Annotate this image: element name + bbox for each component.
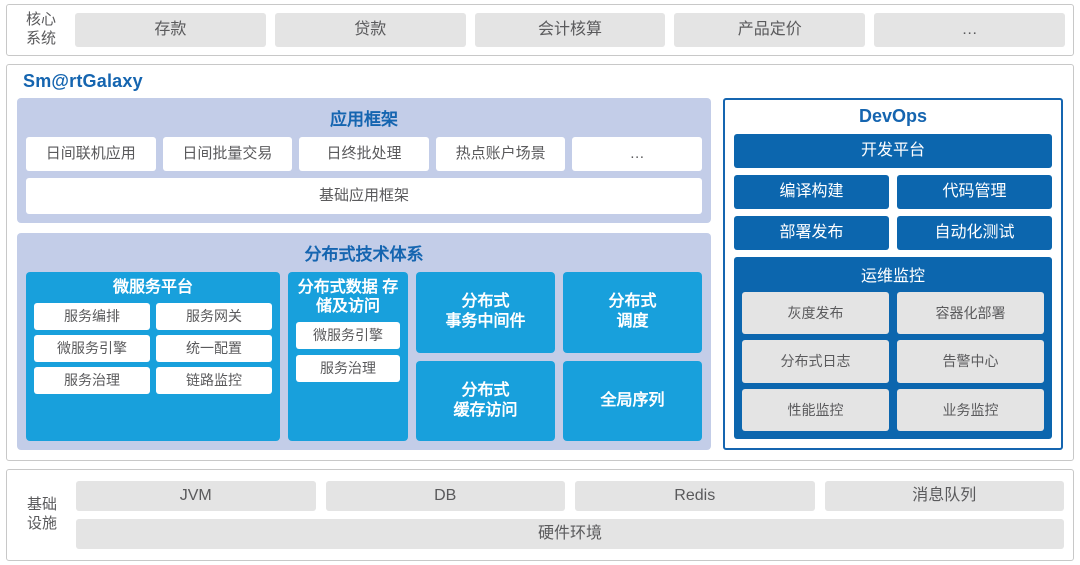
microservice-item-gateway[interactable]: 服务网关 xyxy=(156,303,272,331)
ops-item-gray-release[interactable]: 灰度发布 xyxy=(742,292,889,335)
microservice-item-config[interactable]: 统一配置 xyxy=(156,335,272,363)
dist-storage-title: 分布式数据 存储及访问 xyxy=(297,279,399,316)
infrastructure-item-message-queue[interactable]: 消息队列 xyxy=(824,481,1064,511)
ops-item-containerized-deploy[interactable]: 容器化部署 xyxy=(897,292,1044,335)
core-system-item-accounting[interactable]: 会计核算 xyxy=(474,13,666,47)
devops-item-auto-test[interactable]: 自动化测试 xyxy=(897,216,1052,250)
infrastructure-content: JVM DB Redis 消息队列 硬件环境 xyxy=(76,481,1064,549)
infrastructure-hardware[interactable]: 硬件环境 xyxy=(76,519,1064,549)
ops-item-business-monitor[interactable]: 业务监控 xyxy=(897,388,1044,431)
microservice-item-orchestration[interactable]: 服务编排 xyxy=(34,303,150,331)
app-framework-chip-row: 日间联机应用 日间批量交易 日终批处理 热点账户场景 … xyxy=(26,137,702,171)
app-framework-item-online[interactable]: 日间联机应用 xyxy=(26,137,156,171)
core-system-item-more[interactable]: … xyxy=(874,13,1065,47)
ops-item-distributed-log[interactable]: 分布式日志 xyxy=(742,340,889,383)
global-sequence-tile[interactable]: 全局序列 xyxy=(563,360,702,441)
core-system-panel: 核心 系统 存款 贷款 会计核算 产品定价 … xyxy=(6,4,1074,56)
devops-item-code-management[interactable]: 代码管理 xyxy=(897,175,1052,209)
smartgalaxy-body: 应用框架 日间联机应用 日间批量交易 日终批处理 热点账户场景 … 基础应用框架… xyxy=(17,98,1063,450)
microservice-platform-title: 微服务平台 xyxy=(112,279,193,296)
devops-dev-platform[interactable]: 开发平台 xyxy=(734,134,1052,168)
dist-transaction-column: 分布式 事务中间件 分布式 缓存访问 xyxy=(416,272,555,441)
dist-schedule-column: 分布式 调度 全局序列 xyxy=(563,272,702,441)
dist-storage-items: 微服务引擎 服务治理 xyxy=(296,322,400,383)
devops-panel: DevOps 开发平台 编译构建 代码管理 部署发布 自动化测试 运维监控 灰度… xyxy=(723,98,1063,450)
dist-transaction-middleware-tile[interactable]: 分布式 事务中间件 xyxy=(416,272,555,353)
devops-row-1: 编译构建 代码管理 xyxy=(734,175,1052,209)
microservice-platform: 微服务平台 服务编排 服务网关 微服务引擎 统一配置 服务治理 链路监控 xyxy=(26,272,280,441)
dist-scheduling-tile[interactable]: 分布式 调度 xyxy=(563,272,702,353)
dist-storage-column: 分布式数据 存储及访问 微服务引擎 服务治理 xyxy=(288,272,408,441)
infrastructure-item-db[interactable]: DB xyxy=(325,481,565,511)
app-framework-item-eod[interactable]: 日终批处理 xyxy=(299,137,429,171)
devops-item-deploy[interactable]: 部署发布 xyxy=(734,216,889,250)
ops-monitoring-grid: 灰度发布 容器化部署 分布式日志 告警中心 性能监控 业务监控 xyxy=(742,292,1044,431)
ops-monitoring-title: 运维监控 xyxy=(860,268,925,285)
infrastructure-item-redis[interactable]: Redis xyxy=(575,481,815,511)
smartgalaxy-left-column: 应用框架 日间联机应用 日间批量交易 日终批处理 热点账户场景 … 基础应用框架… xyxy=(17,98,711,450)
core-system-items: 存款 贷款 会计核算 产品定价 … xyxy=(75,13,1065,47)
microservice-item-engine[interactable]: 微服务引擎 xyxy=(34,335,150,363)
app-framework-item-batch[interactable]: 日间批量交易 xyxy=(162,137,293,171)
dist-storage-item-engine[interactable]: 微服务引擎 xyxy=(296,322,400,350)
infrastructure-items-row: JVM DB Redis 消息队列 xyxy=(76,481,1064,511)
ops-item-performance-monitor[interactable]: 性能监控 xyxy=(742,388,889,431)
app-framework-base[interactable]: 基础应用框架 xyxy=(26,178,702,214)
smartgalaxy-panel: Sm@rtGalaxy 应用框架 日间联机应用 日间批量交易 日终批处理 热点账… xyxy=(6,64,1074,461)
microservice-item-tracing[interactable]: 链路监控 xyxy=(156,367,272,395)
devops-item-build[interactable]: 编译构建 xyxy=(734,175,889,209)
core-system-item-loan[interactable]: 贷款 xyxy=(274,13,466,47)
microservice-platform-grid: 服务编排 服务网关 微服务引擎 统一配置 服务治理 链路监控 xyxy=(34,303,272,395)
app-framework-section: 应用框架 日间联机应用 日间批量交易 日终批处理 热点账户场景 … 基础应用框架 xyxy=(17,98,711,223)
app-framework-title: 应用框架 xyxy=(330,110,398,129)
infrastructure-item-jvm[interactable]: JVM xyxy=(76,481,316,511)
ops-monitoring-section: 运维监控 灰度发布 容器化部署 分布式日志 告警中心 性能监控 业务监控 xyxy=(734,257,1052,439)
dist-storage-item-governance[interactable]: 服务治理 xyxy=(296,355,400,383)
dist-storage-section: 分布式数据 存储及访问 微服务引擎 服务治理 xyxy=(288,272,408,441)
dist-tech-columns: 微服务平台 服务编排 服务网关 微服务引擎 统一配置 服务治理 链路监控 xyxy=(26,272,702,441)
microservice-item-governance[interactable]: 服务治理 xyxy=(34,367,150,395)
core-system-label: 核心 系统 xyxy=(25,11,56,47)
microservice-column: 微服务平台 服务编排 服务网关 微服务引擎 统一配置 服务治理 链路监控 xyxy=(26,272,280,441)
app-framework-item-more[interactable]: … xyxy=(572,137,702,171)
infrastructure-label: 基础 设施 xyxy=(26,496,57,532)
dist-tech-title: 分布式技术体系 xyxy=(304,245,424,264)
devops-row-2: 部署发布 自动化测试 xyxy=(734,216,1052,250)
ops-item-alert-center[interactable]: 告警中心 xyxy=(897,340,1044,383)
core-system-item-deposit[interactable]: 存款 xyxy=(75,13,266,47)
dist-cache-access-tile[interactable]: 分布式 缓存访问 xyxy=(416,360,555,441)
smartgalaxy-right-column: DevOps 开发平台 编译构建 代码管理 部署发布 自动化测试 运维监控 灰度… xyxy=(723,98,1063,450)
dist-tech-section: 分布式技术体系 微服务平台 服务编排 服务网关 微服务引擎 统一配置 xyxy=(17,233,711,450)
smartgalaxy-title: Sm@rtGalaxy xyxy=(23,71,143,91)
core-system-item-pricing[interactable]: 产品定价 xyxy=(674,13,866,47)
devops-title: DevOps xyxy=(858,106,928,126)
app-framework-item-hotaccount[interactable]: 热点账户场景 xyxy=(435,137,566,171)
infrastructure-panel: 基础 设施 JVM DB Redis 消息队列 硬件环境 xyxy=(6,469,1074,561)
